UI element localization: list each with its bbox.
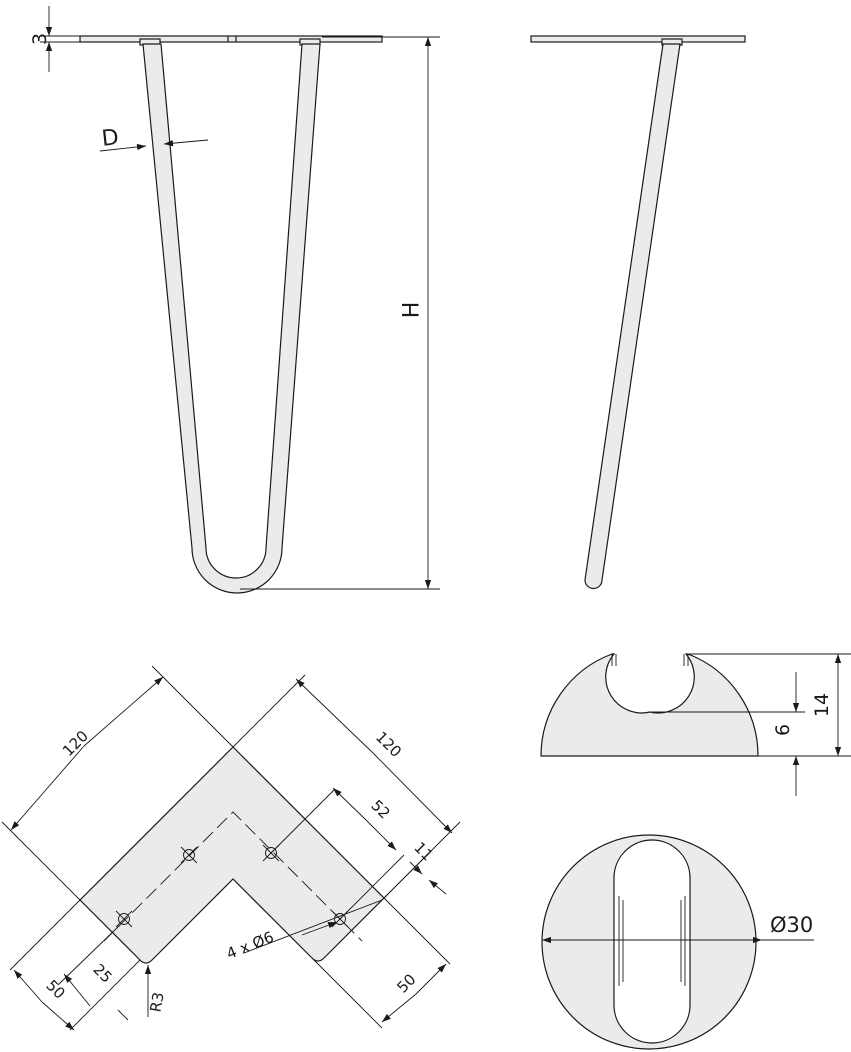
- hairpin-rod: [142, 43, 321, 594]
- leg-spacing-left-label: 120: [59, 727, 92, 760]
- mounting-hole: [180, 846, 198, 864]
- holes-label: 4 x Ø6: [224, 928, 276, 963]
- mounting-hole: [115, 910, 133, 928]
- hole-centerline: [103, 811, 363, 942]
- cap-height-label: 14: [811, 693, 833, 717]
- cap-top-view: [541, 834, 757, 1050]
- arm-width-right-label: 50: [393, 970, 419, 996]
- cap-dimension-lines: [650, 653, 851, 796]
- cap-diameter-label: Ø30: [770, 913, 813, 937]
- leg-spacing-right-label: 120: [372, 728, 405, 761]
- mounting-plate-top-view: [79, 746, 385, 964]
- corner-radius-label: R3: [146, 991, 167, 1014]
- height-dimension: [240, 36, 440, 590]
- side-rod: [584, 43, 681, 590]
- l-bracket-plate: [79, 746, 385, 964]
- hole-spacing-label: 52: [367, 796, 393, 822]
- cap-slot: [613, 839, 691, 1044]
- hole-edge-offset-label: 11: [410, 838, 436, 864]
- hole-inset-left-label: 25: [89, 960, 115, 986]
- rod-diameter-label: D: [101, 125, 120, 152]
- cap-body: [540, 653, 759, 757]
- cap-socket-walls: [611, 654, 689, 666]
- side-mounting-plate: [530, 35, 746, 43]
- arm-width-left-label: 50: [42, 976, 68, 1002]
- plate-thickness-label: 3: [29, 33, 51, 45]
- height-label: H: [400, 302, 425, 319]
- cap-slot-ribs: [618, 896, 686, 986]
- cap-side-view: [540, 653, 759, 757]
- plate-thickness-dimension: [40, 6, 80, 72]
- plate-dimension-lines: [1, 665, 461, 1031]
- rod-diameter-dimension: [99, 139, 209, 152]
- front-mounting-plate: [79, 35, 383, 43]
- front-view-hairpin-leg: [79, 35, 383, 594]
- cap-socket-height-label: 6: [772, 724, 794, 736]
- side-view-leg: [530, 35, 746, 590]
